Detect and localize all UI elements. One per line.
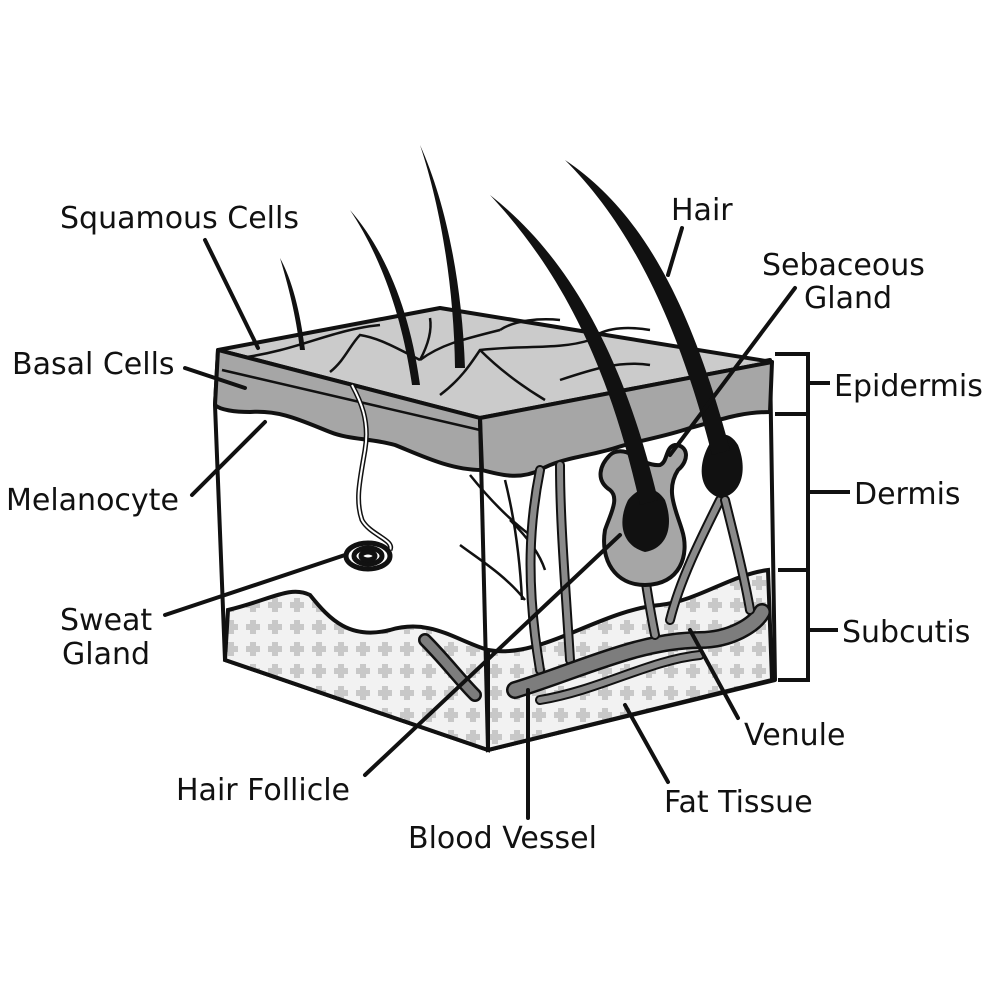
basal-layer-line [221, 368, 481, 432]
basal-cells-left [213, 348, 484, 472]
label-epidermis: Epidermis [834, 369, 983, 404]
label-fat-tissue: Fat Tissue [664, 785, 813, 820]
label-venule: Venule [744, 718, 845, 753]
label-sebaceous-gland-line1: Sebaceous [762, 248, 925, 283]
label-hair-follicle: Hair Follicle [176, 773, 350, 808]
label-sebaceous-gland-line2: Gland [804, 281, 892, 316]
label-melanocyte: Melanocyte [6, 483, 179, 518]
squamous-cell-lines [239, 317, 651, 402]
label-dermis: Dermis [854, 477, 961, 512]
label-squamous-cells: Squamous Cells [60, 201, 299, 236]
block-front-edge [478, 417, 490, 751]
sweat-gland [343, 383, 394, 572]
label-hair: Hair [671, 193, 733, 228]
fat-tissue-left [222, 589, 490, 753]
layer-brackets [775, 352, 850, 682]
leader-lines [163, 226, 797, 820]
label-sweat-gland-line1: Sweat [60, 603, 152, 638]
label-basal-cells: Basal Cells [12, 347, 175, 382]
hairs [280, 145, 730, 505]
hair-bulb [622, 488, 669, 552]
label-sweat-gland-line2: Gland [62, 637, 150, 672]
label-subcutis: Subcutis [842, 615, 970, 650]
label-blood-vessel: Blood Vessel [408, 821, 597, 856]
